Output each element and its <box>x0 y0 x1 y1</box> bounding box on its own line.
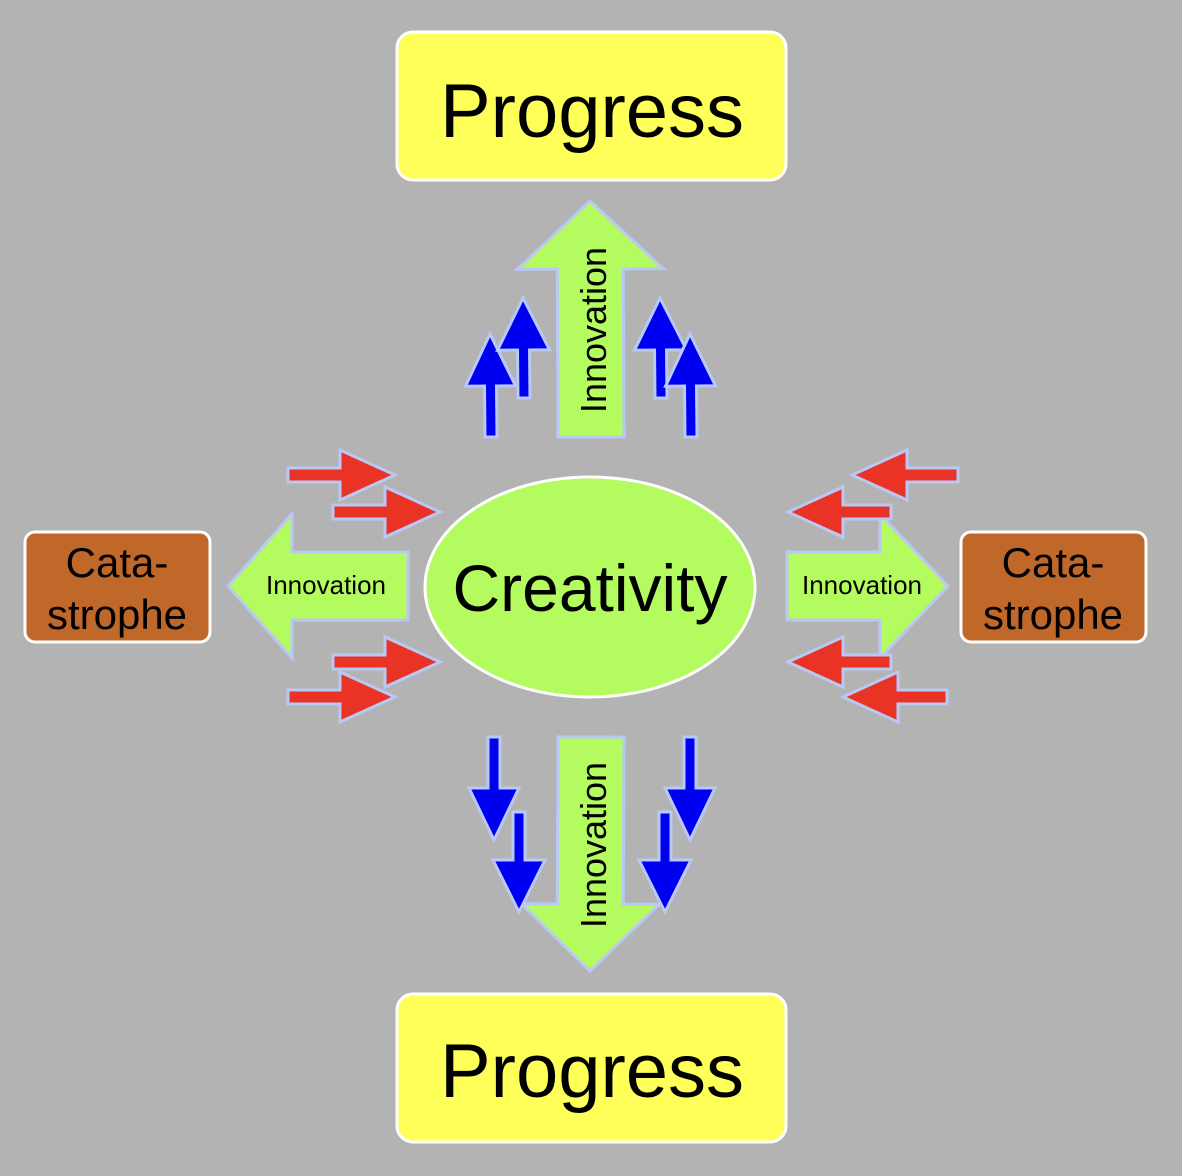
blue-down-arrow <box>636 810 694 916</box>
red-right-arrow <box>286 447 399 503</box>
blue-down-arrow <box>662 735 718 844</box>
innovation-right-arrow <box>785 510 951 662</box>
innovation-right-label: Innovation <box>802 570 922 600</box>
blue-up-arrow <box>463 330 518 439</box>
red-right-arrow <box>331 634 444 690</box>
innovation-left-label: Innovation <box>266 570 386 600</box>
progress-bottom-node: Progress <box>395 992 788 1144</box>
creativity-node: Creativity <box>423 475 757 699</box>
catastrophe-right-node: Cata- strophe <box>959 530 1148 644</box>
red-right-arrow <box>286 669 399 725</box>
innovation-left-arrow <box>225 510 410 662</box>
catastrophe-left-line1: Cata- <box>66 539 169 586</box>
red-left-arrow <box>839 669 949 725</box>
creativity-label: Creativity <box>452 551 727 625</box>
blue-up-arrow <box>495 294 552 400</box>
catastrophe-right-line2: strophe <box>983 591 1123 638</box>
progress-top-node: Progress <box>395 30 788 182</box>
innovation-up-label: Innovation <box>573 247 614 413</box>
progress-bottom-label: Progress <box>440 1029 744 1114</box>
red-right-arrow <box>331 484 444 540</box>
innovation-up-arrow <box>513 198 668 439</box>
blue-down-arrow <box>490 810 548 916</box>
innovation-down-label: Innovation <box>573 762 614 928</box>
blue-down-arrow <box>466 735 522 844</box>
blue-up-arrow <box>632 294 689 400</box>
blue-up-arrow <box>663 330 718 439</box>
arrows-layer <box>225 198 960 974</box>
innovation-down-arrow <box>517 735 663 974</box>
red-left-arrow <box>784 634 893 690</box>
red-left-arrow <box>784 484 893 540</box>
catastrophe-right-line1: Cata- <box>1002 539 1105 586</box>
catastrophe-left-line2: strophe <box>47 591 187 638</box>
catastrophe-left-node: Cata- strophe <box>23 530 212 644</box>
progress-top-label: Progress <box>440 69 744 154</box>
red-left-arrow <box>848 447 960 503</box>
